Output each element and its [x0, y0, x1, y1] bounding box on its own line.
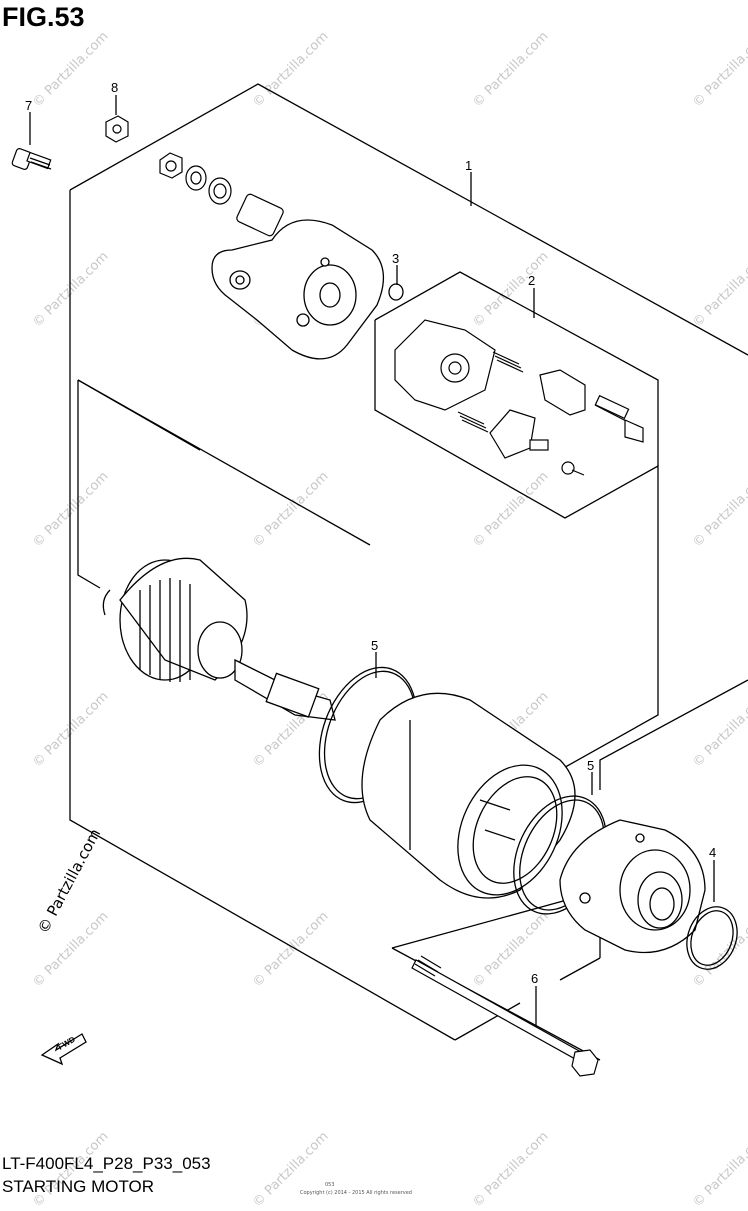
- brush-holder: [394, 319, 644, 476]
- callout-3: 3: [392, 251, 399, 266]
- assembly-outline: [69, 83, 748, 356]
- o-ring-3: [388, 283, 404, 301]
- callout-1: 1: [465, 158, 472, 173]
- end-cover: [211, 219, 384, 360]
- fine-print: Copyright (c) 2014 - 2015 All rights res…: [300, 1190, 412, 1196]
- figure-title: FIG.53: [2, 2, 85, 32]
- yoke: [361, 692, 576, 899]
- front-housing: [559, 819, 706, 954]
- fwd-arrow: [40, 1033, 87, 1066]
- diagram-name: STARTING MOTOR: [2, 1177, 155, 1196]
- diagram-code: LT-F400FL4_P28_P33_053: [2, 1154, 211, 1173]
- fine-print: 053: [325, 1182, 335, 1188]
- bolt-7: [11, 148, 52, 170]
- long-bolt-6: [411, 955, 599, 1077]
- callout-7: 7: [25, 98, 32, 113]
- callout-8: 8: [111, 80, 118, 95]
- callout-4: 4: [709, 845, 716, 860]
- nut-8: [105, 115, 129, 143]
- callout-5a: 5: [371, 638, 378, 653]
- washer-stack: [159, 152, 284, 237]
- o-ring-4: [686, 906, 738, 970]
- callout-5b: 5: [587, 758, 594, 773]
- callout-6: 6: [531, 971, 538, 986]
- armature: [102, 557, 336, 721]
- callout-2: 2: [528, 273, 535, 288]
